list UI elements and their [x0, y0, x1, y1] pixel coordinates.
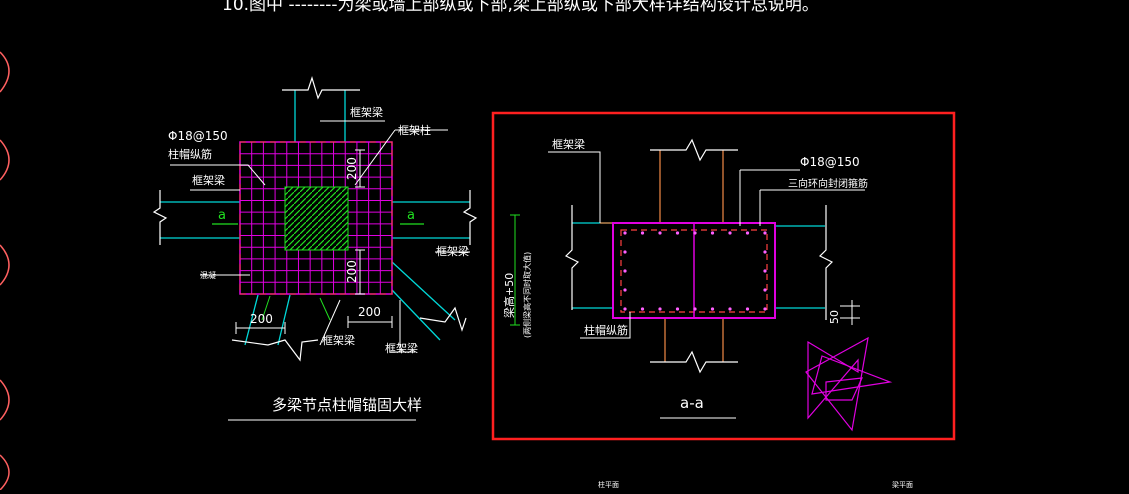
edge-arc: [0, 139, 10, 181]
label-frame-beam-top: 框架梁: [350, 105, 383, 119]
label-frame-beam-left: 框架梁: [192, 173, 225, 187]
rebar-dots: [623, 231, 767, 311]
section-column: [659, 150, 724, 362]
label-section-cap-long-rebar: 柱帽纵筋: [584, 323, 628, 337]
label-dim-50: 50: [828, 310, 841, 324]
label-section-frame-beam: 框架梁: [552, 137, 585, 151]
footer-left-tag: 柱平面: [598, 480, 619, 489]
rebar-dot: [693, 307, 697, 311]
rebar-dot: [675, 307, 680, 311]
right-detail: 框架梁 Φ18@150 三向环向封闭箍筋 柱帽纵筋 梁高+50 (两侧梁高不同时…: [502, 137, 893, 432]
label-elevation-note: 梁高+50: [502, 273, 516, 318]
column-core: [284, 186, 349, 251]
section-mark-left: a: [218, 208, 226, 223]
rebar-dot: [658, 307, 662, 311]
section-beams: [572, 222, 825, 309]
label-height-note: (两侧梁高不同时取大值): [522, 252, 532, 338]
left-detail-title: 多梁节点柱帽锚固大样: [272, 396, 422, 414]
rebar-dot: [675, 231, 680, 235]
rebar-dot: [763, 231, 767, 235]
edge-arc: [0, 244, 10, 286]
rebar-dot: [623, 288, 627, 292]
section-mark-right: a: [407, 208, 415, 223]
label-beam-bottom-right: 框架梁: [385, 341, 418, 355]
left-detail: 框架梁 框架柱 Φ18@150 柱帽纵筋 框架梁 框架梁 混凝 框架梁 框架梁 …: [152, 76, 478, 421]
rebar-dot: [763, 307, 767, 311]
rebar-dot: [710, 307, 715, 311]
section-break-bottom: [650, 350, 738, 374]
beam-lines: [160, 90, 470, 346]
edge-arc: [0, 454, 10, 491]
dim-bottom-left: 200: [250, 312, 273, 326]
break-lines: [152, 76, 478, 362]
column-cap-dashed: [239, 141, 393, 295]
edge-arc: [0, 379, 10, 421]
dim-top-right: 200: [345, 157, 359, 180]
rebar-dot: [640, 307, 645, 311]
rebar-dot: [693, 231, 697, 235]
rebar-dot: [658, 231, 662, 235]
label-rebar-spec: Φ18@150: [168, 129, 228, 143]
rebar-dot: [623, 307, 627, 311]
left-edge-arcs: [0, 51, 10, 491]
section-break-right: [818, 205, 834, 320]
edge-arc: [0, 51, 10, 93]
section-title: a-a: [680, 394, 704, 412]
dim-bottom-right: 200: [358, 305, 381, 319]
star-symbol: [805, 336, 893, 432]
rebar-dot: [745, 231, 750, 235]
label-section-rebar-spec: Φ18@150: [800, 155, 860, 169]
label-frame-beam-right: 框架梁: [436, 244, 469, 258]
footer-right-tag: 梁平面: [892, 480, 913, 489]
label-beam-bottom-left: 框架梁: [322, 333, 355, 347]
rebar-dot: [640, 231, 645, 235]
rebar-dot: [728, 307, 732, 311]
right-leaders: [510, 151, 865, 339]
rebar-dot: [728, 231, 732, 235]
dim-mid-right: 200: [345, 260, 359, 283]
green-leaders: [261, 295, 331, 321]
left-leaders: [170, 120, 470, 353]
rebar-dot: [623, 231, 627, 235]
section-break-top: [650, 138, 738, 162]
rebar-dot: [763, 269, 767, 273]
rebar-dot: [763, 250, 767, 254]
rebar-dot: [763, 288, 767, 292]
rebar-dot: [710, 231, 715, 235]
rebar-dot: [745, 307, 750, 311]
highlight-box: [491, 111, 956, 441]
section-break-left: [564, 205, 580, 310]
rebar-dot: [623, 269, 627, 273]
label-stirrup-note: 三向环向封闭箍筋: [788, 177, 868, 190]
rebar-dot: [623, 250, 627, 254]
label-concrete: 混凝: [200, 270, 216, 280]
label-cap-long-rebar: 柱帽纵筋: [168, 147, 212, 161]
header-note: 10.图中 --------为梁或墙上部纵或下部,梁上部纵或下部大样详结构设计总…: [222, 0, 819, 15]
label-frame-column: 框架柱: [398, 123, 431, 137]
